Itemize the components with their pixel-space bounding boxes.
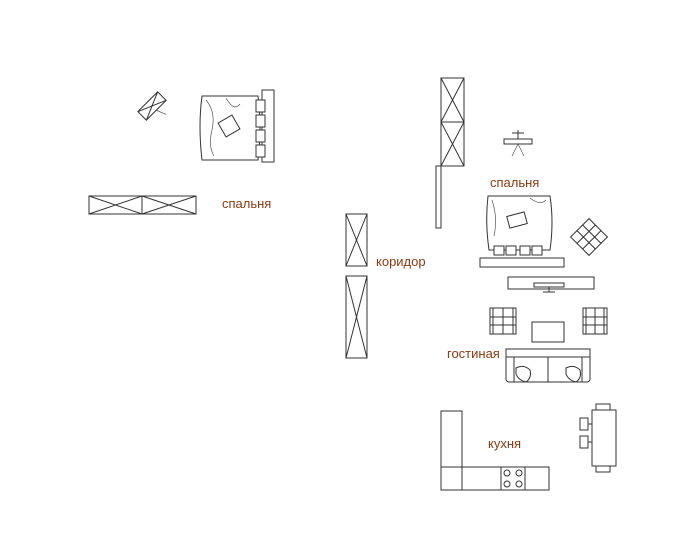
living-room-label: гостиная xyxy=(447,346,500,361)
wardrobe-icon xyxy=(88,195,197,215)
bed-icon xyxy=(479,195,565,268)
double-bed-icon xyxy=(199,89,275,163)
armchair-icon xyxy=(569,217,609,257)
partition-wall xyxy=(435,165,442,229)
sofa-icon xyxy=(505,348,591,383)
corridor-cabinet-upper xyxy=(345,213,368,267)
bedroom-right-label: спальня xyxy=(490,175,539,190)
chair-icon xyxy=(137,91,167,121)
dining-table-icon xyxy=(579,403,617,473)
kitchen-counter-icon xyxy=(440,466,550,491)
corridor-label: коридор xyxy=(376,254,426,269)
armchair-left-icon xyxy=(489,307,517,335)
tv-stand-icon xyxy=(507,276,595,293)
tall-cabinet-icon xyxy=(440,77,465,167)
corridor-cabinet-lower xyxy=(345,275,368,359)
coffee-table-icon xyxy=(531,321,565,343)
bedroom-left-label: спальня xyxy=(222,196,271,211)
fridge-icon xyxy=(440,410,463,468)
kitchen-label: кухня xyxy=(488,436,521,451)
armchair-right-icon xyxy=(582,307,608,335)
lamp-icon xyxy=(503,130,533,157)
